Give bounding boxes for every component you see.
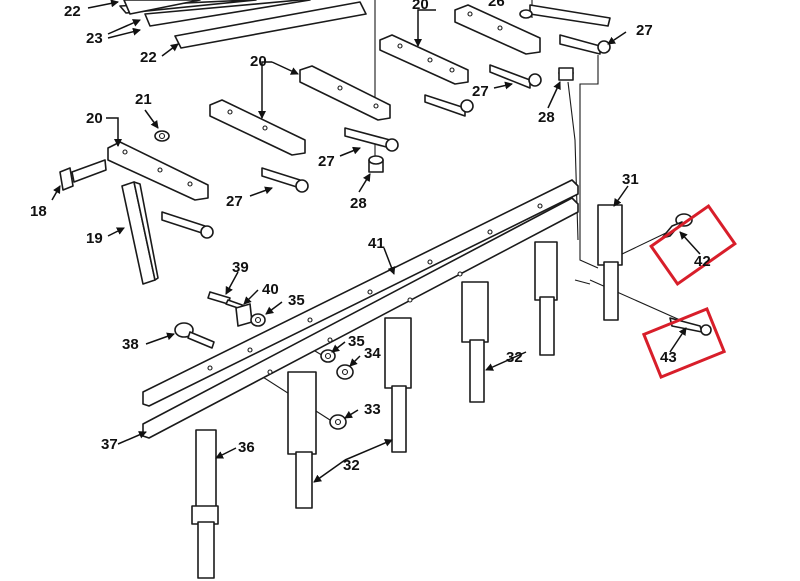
callout-27-left: 27 bbox=[226, 193, 243, 210]
callout-32-center: 32 bbox=[343, 457, 360, 474]
callout-19: 19 bbox=[86, 230, 103, 247]
main-rails bbox=[142, 179, 579, 439]
callout-23: 23 bbox=[86, 30, 103, 47]
callout-26: 26 bbox=[488, 0, 505, 10]
callout-35-lower: 35 bbox=[348, 333, 365, 350]
support-posts bbox=[191, 204, 623, 579]
highlight-boxes bbox=[641, 203, 737, 380]
callout-32-right: 32 bbox=[506, 349, 523, 366]
callout-18: 18 bbox=[30, 203, 47, 220]
highlight-box-43 bbox=[641, 306, 727, 380]
callout-41: 41 bbox=[368, 235, 385, 252]
callout-27-upper-right: 27 bbox=[636, 22, 653, 39]
leader-lines bbox=[51, 0, 701, 483]
callout-38: 38 bbox=[122, 336, 139, 353]
highlight-box-42 bbox=[649, 203, 737, 287]
callout-42: 42 bbox=[694, 253, 711, 270]
callout-33: 33 bbox=[364, 401, 381, 418]
callout-36: 36 bbox=[238, 439, 255, 456]
top-slats bbox=[119, 0, 367, 49]
callout-28-center: 28 bbox=[350, 195, 367, 212]
callout-39: 39 bbox=[232, 259, 249, 276]
callout-20-left: 20 bbox=[86, 110, 103, 127]
callout-27-middle-right: 27 bbox=[472, 83, 489, 100]
middle-brackets bbox=[209, 65, 399, 193]
callout-21: 21 bbox=[135, 91, 152, 108]
callout-28-right: 28 bbox=[538, 109, 555, 126]
callout-40: 40 bbox=[262, 281, 279, 298]
callout-20-middle: 20 bbox=[250, 53, 267, 70]
callout-20-upper: 20 bbox=[412, 0, 429, 13]
callout-22-lower: 22 bbox=[140, 49, 157, 66]
callout-27-center: 27 bbox=[318, 153, 335, 170]
callout-35-upper: 35 bbox=[288, 292, 305, 309]
callout-43: 43 bbox=[660, 349, 677, 366]
callout-37: 37 bbox=[101, 436, 118, 453]
upper-right-brackets bbox=[379, 4, 611, 117]
callout-labels: 22 23 22 26 20 27 20 27 28 21 20 27 28 1… bbox=[30, 0, 711, 474]
callout-22-top: 22 bbox=[64, 3, 81, 20]
hardware-parts bbox=[174, 291, 354, 430]
left-bracket-assembly bbox=[59, 130, 214, 285]
callout-31: 31 bbox=[622, 171, 639, 188]
callout-34: 34 bbox=[364, 345, 381, 362]
